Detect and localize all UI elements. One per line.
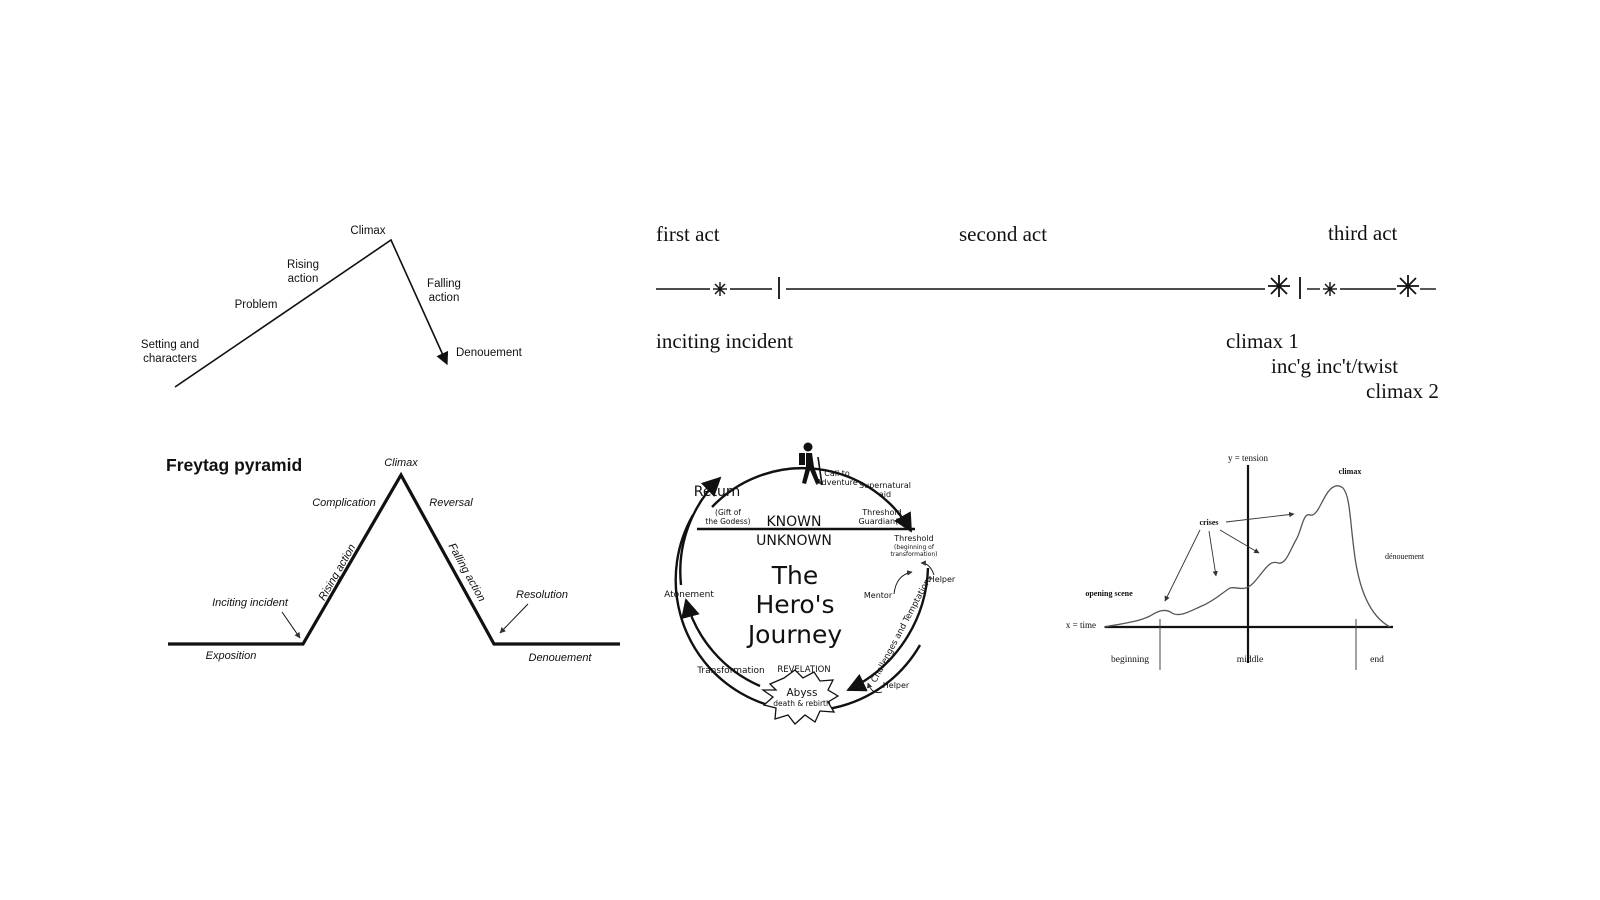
opening-scene-label: opening scene	[1085, 589, 1133, 598]
call-label-2: Adventure	[816, 478, 857, 487]
climax2-label: climax 2	[1366, 379, 1439, 403]
plot-denouement-label: Denouement	[456, 347, 523, 359]
atonement-label: Atonement	[664, 590, 714, 600]
three-act-structure: first act second act third act	[656, 221, 1439, 403]
gift-label-1: (Gift of	[715, 508, 741, 517]
act-timeline	[656, 277, 1436, 299]
threshold-label-1: Threshold	[893, 534, 933, 543]
plot-rising-label-1: Rising	[287, 259, 319, 271]
inciting-incident-label: inciting incident	[656, 329, 793, 353]
guardians-label-1: Threshold	[861, 508, 901, 517]
freytag-inciting-arrow	[281, 611, 301, 639]
freytag-pyramid: Freytag pyramid Climax Complication Reve…	[166, 455, 620, 664]
plot-climax-label: Climax	[350, 225, 385, 237]
supernatural-label-2: aid	[879, 490, 891, 499]
climax1-star	[1268, 275, 1290, 297]
abyss-label-2: death & rebirth	[773, 699, 831, 708]
freytag-line	[168, 471, 620, 646]
transformation-label: Transformation	[696, 666, 765, 676]
freytag-exposition-label: Exposition	[206, 650, 257, 662]
third-act-label: third act	[1328, 221, 1398, 245]
tension-curve	[1103, 485, 1391, 628]
unknown-label: UNKNOWN	[756, 533, 832, 549]
freytag-resolution-arrow	[499, 603, 529, 634]
freytag-complication-label: Complication	[312, 497, 376, 509]
threshold-label-2: (beginning of	[894, 544, 935, 551]
denouement-label: dénouement	[1385, 552, 1425, 561]
journey-left-arc	[681, 598, 761, 688]
plot-line	[174, 238, 449, 388]
revelation-label: REVELATION	[777, 665, 830, 675]
plot-falling-label-1: Falling	[427, 278, 461, 290]
crises-arrows	[1164, 511, 1295, 602]
plot-diagram: Climax Rising action Problem Setting and…	[141, 225, 523, 388]
known-label: KNOWN	[767, 514, 822, 530]
freytag-inciting-label: Inciting incident	[212, 597, 289, 609]
climax2-star	[1397, 275, 1419, 297]
hiker-icon	[799, 442, 823, 486]
mentor-arrow	[893, 570, 913, 595]
journey-title-2: Hero's	[755, 590, 834, 619]
crises-label: crises	[1199, 518, 1218, 527]
heros-journey: KNOWN UNKNOWN The Hero's Journey Call to…	[664, 442, 956, 725]
freytag-title: Freytag pyramid	[166, 455, 302, 475]
twist-label: inc'g inc't/twist	[1271, 354, 1398, 378]
middle-label: middle	[1237, 655, 1263, 665]
helper-arrow-2	[866, 682, 883, 694]
climax1-label: climax 1	[1226, 329, 1299, 353]
plot-setting-label-2: characters	[143, 353, 197, 365]
freytag-rising-label: Rising action	[316, 542, 358, 603]
guardians-label-2: Guardian(s)	[858, 517, 905, 526]
plot-rising-label-2: action	[288, 273, 319, 285]
abyss-label-1: Abyss	[786, 687, 817, 699]
climax-label: climax	[1339, 467, 1362, 476]
plot-setting-label-1: Setting and	[141, 339, 199, 351]
beginning-label: beginning	[1111, 655, 1149, 665]
y-axis-label: y = tension	[1228, 453, 1269, 463]
journey-title-1: The	[771, 561, 819, 590]
call-label-1: Call to	[824, 469, 850, 478]
abyss-burst	[760, 669, 840, 725]
helper-label-2: Helper	[883, 681, 910, 690]
second-act-label: second act	[959, 222, 1047, 246]
freytag-reversal-label: Reversal	[429, 497, 473, 509]
x-axis-label: x = time	[1066, 620, 1096, 630]
end-label: end	[1370, 655, 1384, 665]
freytag-resolution-label: Resolution	[516, 589, 568, 601]
supernatural-label-1: Supernatural	[859, 481, 911, 490]
inciting-incident-star	[713, 282, 727, 296]
tension-graph: y = tension x = time climax crises dénou…	[1066, 453, 1425, 670]
return-label: Return	[694, 484, 740, 500]
plot-falling-label-2: action	[429, 292, 460, 304]
first-act-label: first act	[656, 222, 720, 246]
mentor-label: Mentor	[864, 591, 893, 600]
freytag-denouement-label: Denouement	[529, 652, 593, 664]
twist-star	[1323, 282, 1337, 296]
threshold-label-3: transformation)	[891, 551, 938, 558]
journey-circle	[674, 514, 922, 712]
gift-label-2: the Godess)	[705, 517, 750, 526]
freytag-climax-label: Climax	[384, 457, 418, 469]
journey-title-3: Journey	[746, 620, 843, 649]
helper-arrow-1	[920, 560, 935, 576]
plot-problem-label: Problem	[235, 299, 278, 311]
helper-label-1: Helper	[929, 575, 956, 584]
journey-top-arc	[711, 466, 913, 533]
journey-right-arc	[846, 567, 930, 692]
journey-return-arc	[679, 476, 722, 586]
